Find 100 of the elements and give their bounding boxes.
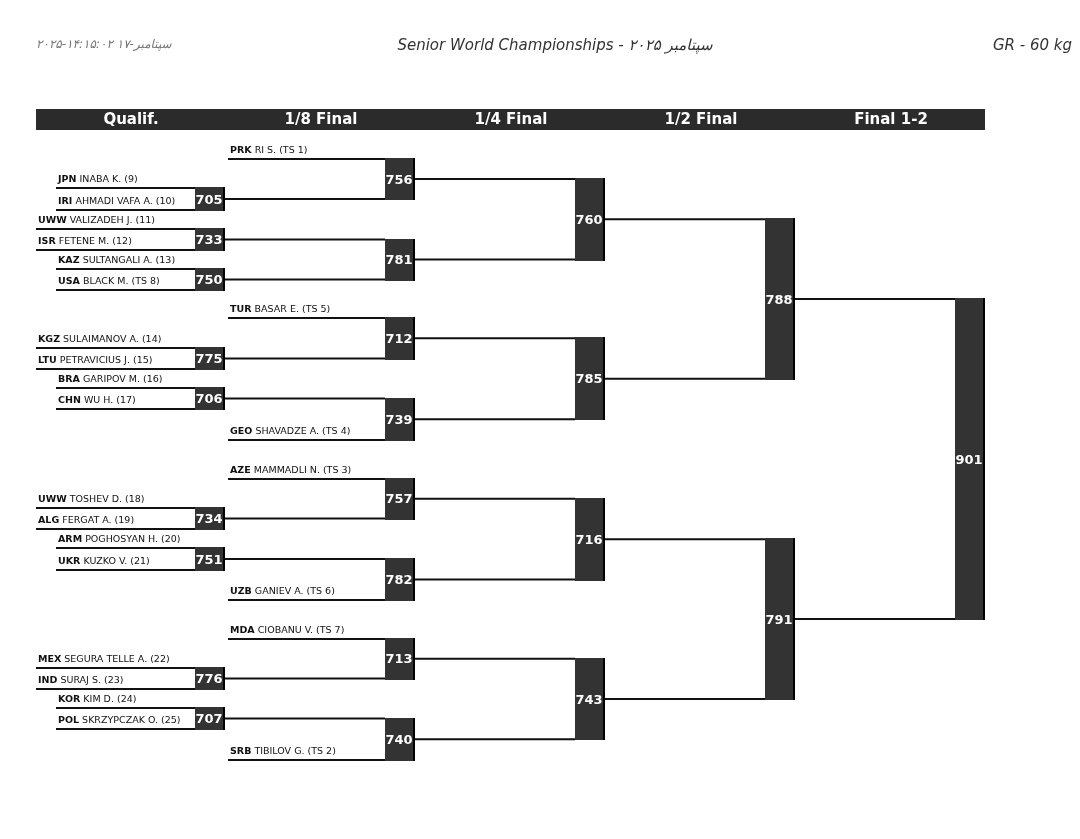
bracket-line [414,497,576,500]
match-number: 775 [195,347,225,370]
round-title: 1/4 Final [473,109,549,130]
match-number: 791 [765,538,795,700]
wrestler-entry: TUR BASAR E. (TS 5) [228,301,333,319]
weight-category: GR - 60 kg [992,36,1072,54]
wrestler-entry: GEO SHAVADZE A. (TS 4) [228,423,353,441]
round-title: 1/2 Final [663,109,739,130]
wrestler-entry: POL SKRZYPCZAK O. (25) [56,712,183,730]
wrestler-entry: PRK RI S. (TS 1) [228,142,310,160]
bracket-line [414,337,576,340]
wrestler-entry: MEX SEGURA TELLE A. (22) [36,651,172,669]
timestamp: سپتامبر-۱۷ ۱۴:۱۵:۰۲-۲۰۲۵ [36,37,172,51]
bracket-line [139,187,196,189]
wrestler-entry: UWW VALIZADEH J. (11) [36,212,157,230]
bracket-line [161,289,196,291]
bracket-line [345,638,386,640]
match-number: 756 [385,158,415,200]
bracket-line [352,478,386,480]
wrestler-entry: UWW TOSHEV D. (18) [36,491,147,509]
match-number: 706 [195,387,225,410]
bracket-line [164,387,196,389]
bracket-line [414,258,576,261]
wrestler-entry: MDA CIOBANU V. (TS 7) [228,622,347,640]
bracket-line [171,667,196,669]
match-number: 707 [195,707,225,730]
bracket-line [414,657,576,660]
bracket-line [414,738,576,741]
bracket-line [224,397,386,400]
bracket-line [414,578,576,581]
bracket-line [182,547,196,549]
wrestler-entry: SRB TIBILOV G. (TS 2) [228,743,338,761]
match-number: 788 [765,218,795,380]
match-number: 901 [955,298,985,621]
bracket-line [224,198,386,200]
wrestler-entry: ARM POGHOSYAN H. (20) [56,531,183,549]
match-number: 781 [385,238,415,281]
match-number: 750 [195,268,225,291]
bracket-line [137,707,196,709]
bracket-line [176,209,196,211]
wrestler-entry: UKR KUZKO V. (21) [56,553,152,571]
bracket-line [162,347,196,349]
bracket-line [604,218,766,221]
bracket-line [176,268,196,270]
match-number: 776 [195,667,225,690]
wrestler-entry: KAZ SULTANGALI A. (13) [56,252,178,270]
match-number: 743 [575,657,605,741]
bracket-line [331,317,386,319]
round-title: 1/8 Final [283,109,359,130]
bracket-line [156,228,196,230]
bracket-line [133,249,196,251]
bracket-line [137,408,196,410]
match-number: 712 [385,317,415,360]
bracket-line [135,528,196,530]
wrestler-entry: CHN WU H. (17) [56,392,138,410]
bracket-line [224,677,386,680]
wrestler-entry: USA BLACK M. (TS 8) [56,273,162,291]
round-title: Final 1-2 [853,109,929,130]
match-number: 757 [385,478,415,520]
wrestler-entry: LTU PETRAVICIUS J. (15) [36,352,155,370]
bracket-line [794,618,956,621]
match-number: 716 [575,497,605,581]
match-number: 739 [385,397,415,441]
bracket-line [337,759,386,761]
bracket-line [308,158,386,160]
bracket-line [153,368,196,370]
match-number: 740 [385,717,415,761]
wrestler-entry: JPN INABA K. (9) [56,171,140,189]
bracket-line [794,298,956,300]
bracket-line [224,278,386,281]
wrestler-entry: ISR FETENE M. (12) [36,233,134,251]
wrestler-entry: KGZ SULAIMANOV A. (14) [36,331,164,349]
bracket-line [224,357,386,360]
wrestler-entry: BRA GARIPOV M. (16) [56,371,165,389]
wrestler-entry: IND SURAJ S. (23) [36,672,126,690]
bracket-line [125,688,196,690]
wrestler-entry: KOR KIM D. (24) [56,691,139,709]
bracket-line [151,569,196,571]
bracket-line [224,238,386,241]
bracket-line [224,717,386,720]
bracket-line [351,439,386,441]
bracket-line [224,517,386,520]
match-number: 760 [575,178,605,261]
match-number: 751 [195,547,225,571]
wrestler-entry: ALG FERGAT A. (19) [36,512,137,530]
match-number: 705 [195,187,225,211]
title: Senior World Championships - سپتامبر ۲۰۲۵ [396,36,714,54]
bracket-line [146,507,196,509]
match-number: 782 [385,558,415,601]
wrestler-entry: UZB GANIEV A. (TS 6) [228,583,337,601]
bracket-line [224,558,386,560]
bracket-line [604,538,766,541]
bracket-line [182,728,196,730]
bracket-line [414,418,576,421]
wrestler-entry: AZE MAMMADLI N. (TS 3) [228,462,354,480]
bracket-line [604,698,766,700]
match-number: 734 [195,507,225,530]
match-number: 713 [385,638,415,680]
bracket-line [336,599,386,601]
bracket-line [604,377,766,380]
